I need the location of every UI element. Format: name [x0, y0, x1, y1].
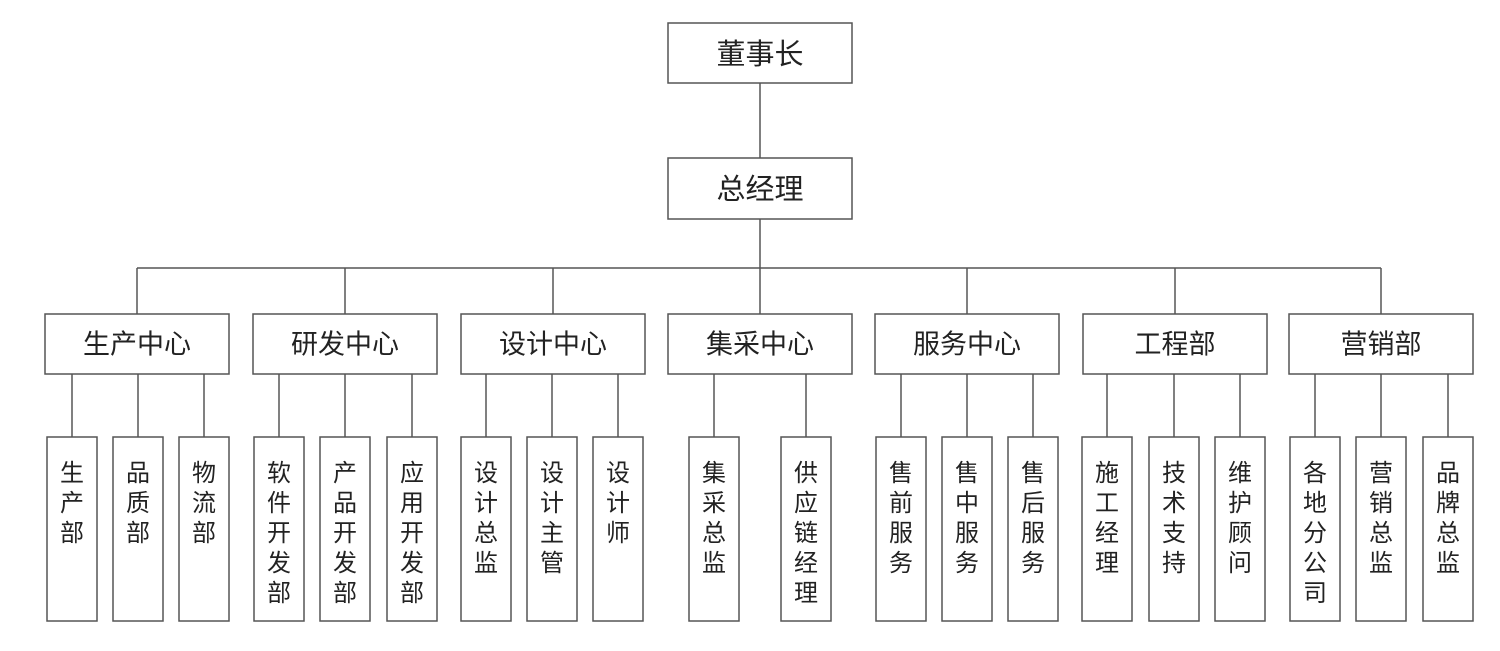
dept-box: [460, 313, 646, 375]
dept-label: 生产中心: [83, 330, 191, 361]
sub-unit-box: [688, 436, 740, 622]
sub-unit: 品质部: [112, 374, 164, 622]
sub-unit-label: 营销总监: [1369, 459, 1393, 577]
chairman-label: 董事长: [716, 37, 803, 71]
sub-unit-box: [319, 436, 371, 622]
dept-box: [252, 313, 438, 375]
dept-label: 研发中心: [291, 330, 399, 361]
sub-unit-label: 应用开发部: [400, 459, 424, 607]
dept-box: [1288, 313, 1474, 375]
sub-unit-box: [1214, 436, 1266, 622]
dept-label: 营销部: [1341, 330, 1422, 361]
sub-unit-label: 设计师: [606, 459, 630, 547]
sub-unit-box: [460, 436, 512, 622]
sub-unit-box: [253, 436, 305, 622]
sub-unit-label: 各地分公司: [1303, 459, 1327, 607]
sub-unit-box: [941, 436, 993, 622]
dept-box: [667, 313, 853, 375]
sub-unit-box: [526, 436, 578, 622]
dept-label: 服务中心: [913, 330, 1021, 361]
sub-unit-label: 物流部: [192, 459, 216, 547]
dept-box: [1082, 313, 1268, 375]
sub-unit: 各地分公司: [1289, 374, 1341, 622]
dept-label: 工程部: [1135, 330, 1216, 361]
sub-unit-label: 产品开发部: [333, 459, 357, 607]
sub-unit-label: 售前服务: [889, 459, 913, 577]
sub-unit-box: [178, 436, 230, 622]
sub-unit-label: 集采总监: [702, 459, 726, 577]
sub-unit-label: 售后服务: [1021, 459, 1045, 577]
dept-box: [44, 313, 230, 375]
sub-unit: 品牌总监: [1422, 374, 1474, 622]
sub-unit: 售中服务: [941, 374, 993, 622]
sub-unit-label: 软件开发部: [267, 459, 291, 607]
sub-unit-label: 品牌总监: [1436, 459, 1460, 577]
sub-unit-box: [1355, 436, 1407, 622]
sub-unit: 售前服务: [875, 374, 927, 622]
sub-unit-box: [1422, 436, 1474, 622]
sub-unit-box: [1007, 436, 1059, 622]
sub-unit-label: 设计主管: [540, 459, 564, 577]
sub-unit-box: [780, 436, 832, 622]
sub-unit: 应用开发部: [386, 374, 438, 622]
sub-unit-label: 技术支持: [1162, 459, 1186, 577]
sub-unit-label: 供应链经理: [794, 459, 818, 607]
sub-unit-label: 品质部: [126, 459, 150, 547]
sub-unit: 营销总监: [1355, 374, 1407, 622]
gm-label: 总经理: [716, 172, 803, 206]
sub-unit-label: 设计总监: [474, 459, 498, 577]
sub-unit-label: 售中服务: [955, 459, 979, 577]
sub-unit-box: [46, 436, 98, 622]
sub-unit-box: [1148, 436, 1200, 622]
sub-unit: 物流部: [178, 374, 230, 622]
sub-unit-box: [112, 436, 164, 622]
sub-unit-box: [386, 436, 438, 622]
sub-unit: 维护顾问: [1214, 374, 1266, 622]
sub-unit-box: [1289, 436, 1341, 622]
dept-label: 设计中心: [499, 330, 607, 361]
node-general-manager: 总经理: [667, 157, 853, 220]
sub-unit: 技术支持: [1148, 374, 1200, 622]
sub-unit-label: 生产部: [60, 459, 84, 547]
sub-unit-label: 施工经理: [1095, 459, 1119, 577]
dept-label: 集采中心: [706, 330, 814, 361]
sub-unit: 售后服务: [1007, 374, 1059, 622]
sub-unit: 生产部: [46, 374, 98, 622]
sub-unit: 集采总监: [688, 374, 740, 622]
sub-unit-box: [592, 436, 644, 622]
sub-unit: 设计总监: [460, 374, 512, 622]
sub-unit: 施工经理: [1081, 374, 1133, 622]
dept-box: [874, 313, 1060, 375]
node-chairman: 董事长: [667, 22, 853, 84]
sub-unit: 设计师: [592, 374, 644, 622]
sub-unit-label: 维护顾问: [1228, 459, 1252, 577]
sub-unit-box: [1081, 436, 1133, 622]
sub-unit: 供应链经理: [780, 374, 832, 622]
sub-unit: 产品开发部: [319, 374, 371, 622]
sub-unit: 软件开发部: [253, 374, 305, 622]
sub-unit: 设计主管: [526, 374, 578, 622]
sub-unit-box: [875, 436, 927, 622]
